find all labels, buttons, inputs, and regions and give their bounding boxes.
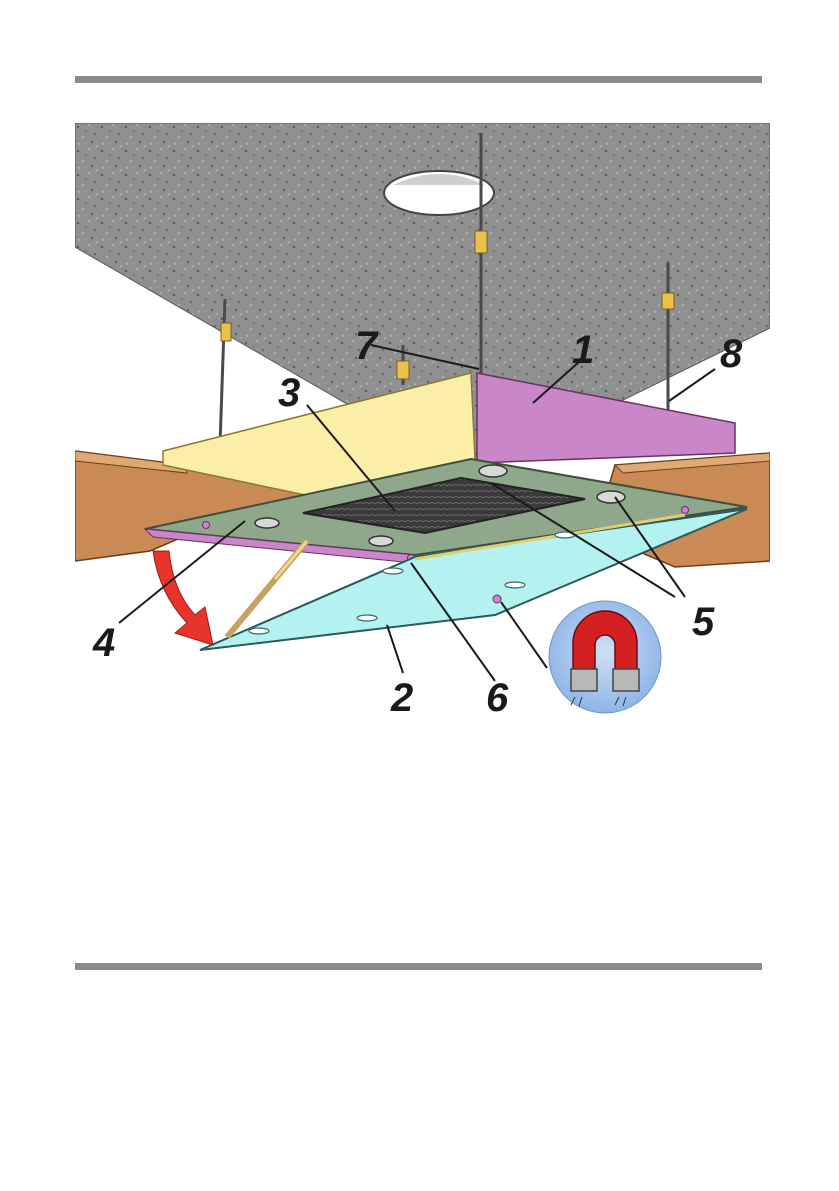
door-magnet-catch [493,595,501,603]
callout-2: 2 [390,676,413,720]
magnet-icon [549,601,661,713]
fold-down-arrow-icon [153,551,213,645]
bottom-divider [75,963,762,970]
callout-6: 6 [486,676,509,720]
callout-3: 3 [278,371,300,415]
callout-4: 4 [92,621,115,665]
callout-7: 7 [355,324,379,368]
callout-8: 8 [720,332,743,376]
callout-1: 1 [572,328,594,372]
ceiling-unit-diagram: 1 2 3 4 5 6 7 8 [75,123,770,723]
callout-5: 5 [692,600,715,644]
top-divider [75,76,762,83]
